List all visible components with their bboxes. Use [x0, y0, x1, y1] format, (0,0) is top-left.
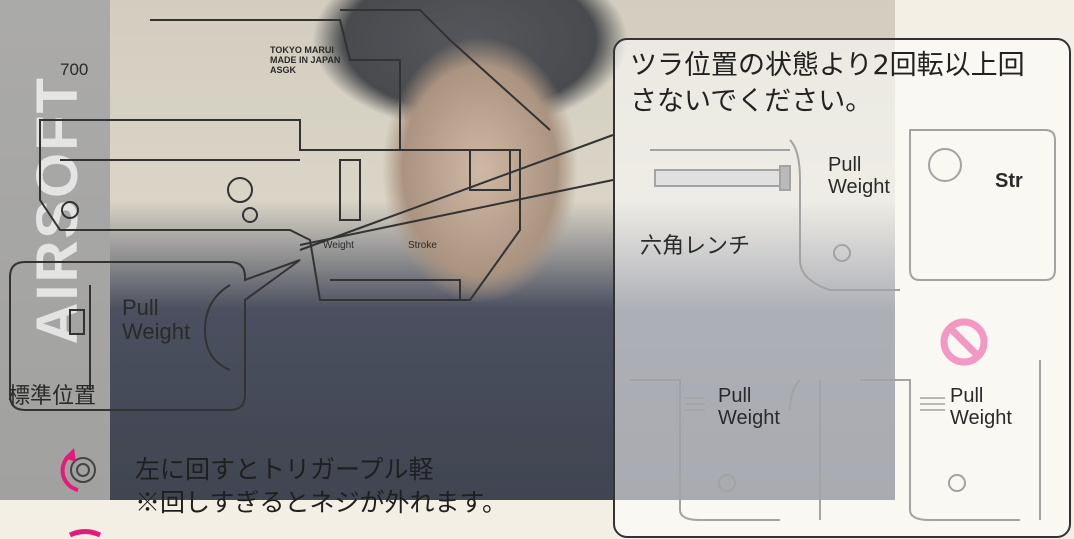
standard-position-label: 標準位置 [8, 383, 97, 408]
pull-weight-bottom-left-label: Pull Weight [718, 385, 780, 429]
warning-line-2: さないでください。 [630, 86, 873, 117]
weight-small-label: Weight [323, 240, 354, 251]
instruction-line-1: 左に回すとトリガープル軽 [135, 456, 434, 484]
left-brand-strip [0, 0, 110, 500]
instruction-text: 左に回すとトリガープル軽 ※回しすぎるとネジが外れます。 [135, 454, 507, 520]
hex-wrench-label: 六角レンチ [640, 233, 751, 258]
maker-stamp: TOKYO MARUI MADE IN JAPAN ASGK [270, 45, 341, 75]
pull-weight-bottom-right-label: Pull Weight [950, 385, 1012, 429]
marking-700: 700 [60, 60, 89, 79]
stroke-small-label: Stroke [408, 240, 437, 251]
pull-weight-top-label: Pull Weight [828, 154, 890, 198]
stroke-top-label: Str [995, 170, 1023, 192]
pull-weight-left-label: Pull Weight [122, 295, 191, 344]
warning-panel [613, 38, 1071, 538]
instruction-line-2: ※回しすぎるとネジが外れます。 [135, 489, 508, 517]
warning-text: ツラ位置の状態より2回転以上回 さないでください。 [630, 48, 1025, 120]
rotate-ccw-icon [60, 448, 96, 492]
warning-line-1: ツラ位置の状態より2回転以上回 [630, 50, 1025, 81]
